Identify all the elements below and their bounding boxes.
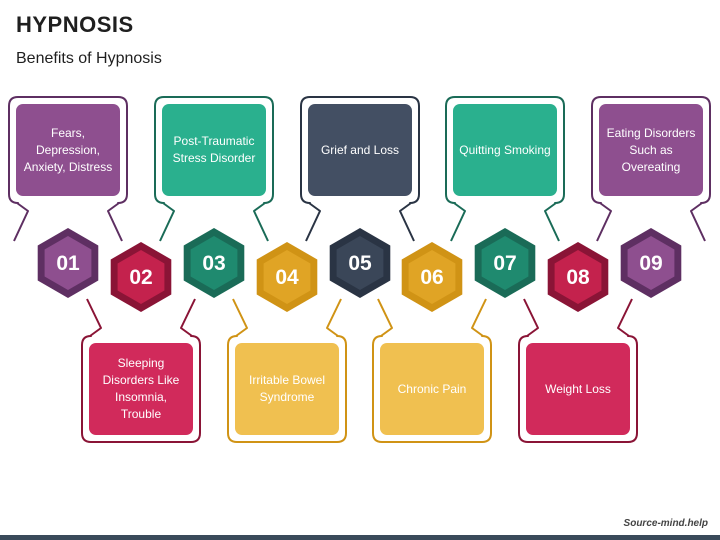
page-title: HYPNOSIS <box>16 12 134 37</box>
benefit-label: Grief and Loss <box>320 142 400 157</box>
footer-bar <box>0 535 720 540</box>
benefit-card-07: Quitting Smoking <box>453 104 557 196</box>
connector-frame-07 <box>445 96 565 242</box>
hexagon-inner-06 <box>408 250 456 304</box>
step-number-08: 08 <box>566 266 590 289</box>
connector-frame-01 <box>8 96 128 242</box>
hexagon-inner-07 <box>481 236 529 290</box>
benefit-label: Weight Loss <box>545 381 611 396</box>
benefit-card-06: Chronic Pain <box>380 343 484 435</box>
step-number-01: 01 <box>56 252 80 275</box>
source-credit: Source-mind.help <box>623 518 708 529</box>
benefit-label: Sleeping Disorders Like Insomnia, Troubl… <box>102 356 180 421</box>
benefit-card-02: Sleeping Disorders Like Insomnia, Troubl… <box>89 343 193 435</box>
benefit-label: Chronic Pain <box>397 381 467 396</box>
connector-frame-08 <box>518 298 638 443</box>
step-number-03: 03 <box>202 252 225 275</box>
benefit-card-05: Grief and Loss <box>308 104 412 196</box>
benefit-card-09: Eating Disorders Such as Overeating <box>599 104 703 196</box>
hexagon-inner-01 <box>44 236 92 290</box>
connector-frame-09 <box>591 96 711 242</box>
hexagon-inner-05 <box>336 236 384 290</box>
page-subtitle: Benefits of Hypnosis <box>16 50 162 67</box>
benefit-label: Irritable Bowel Syndrome <box>248 373 326 404</box>
hexagon-inner-09 <box>627 236 675 290</box>
step-number-04: 04 <box>275 266 299 289</box>
benefit-card-03: Post-Traumatic Stress Disorder <box>162 104 266 196</box>
hexagon-inner-03 <box>190 236 238 290</box>
hexagon-inner-08 <box>554 250 602 304</box>
benefit-card-04: Irritable Bowel Syndrome <box>235 343 339 435</box>
connector-frame-05 <box>300 96 420 242</box>
step-number-07: 07 <box>493 252 516 275</box>
connector-frame-04 <box>227 298 347 443</box>
hexagon-inner-04 <box>263 250 311 304</box>
connector-frame-06 <box>372 298 492 443</box>
benefit-label: Eating Disorders Such as Overeating <box>606 125 696 174</box>
step-number-02: 02 <box>129 266 152 289</box>
step-number-05: 05 <box>348 252 372 275</box>
benefit-label: Post-Traumatic Stress Disorder <box>172 134 256 165</box>
benefit-card-01: Fears, Depression, Anxiety, Distress <box>16 104 120 196</box>
connector-frame-03 <box>154 96 274 242</box>
step-number-06: 06 <box>420 266 443 289</box>
benefit-label: Fears, Depression, Anxiety, Distress <box>23 125 113 174</box>
connector-frame-02 <box>81 298 201 443</box>
benefit-card-08: Weight Loss <box>526 343 630 435</box>
benefit-label: Quitting Smoking <box>459 142 551 157</box>
step-number-09: 09 <box>639 252 662 275</box>
hexagon-inner-02 <box>117 250 165 304</box>
